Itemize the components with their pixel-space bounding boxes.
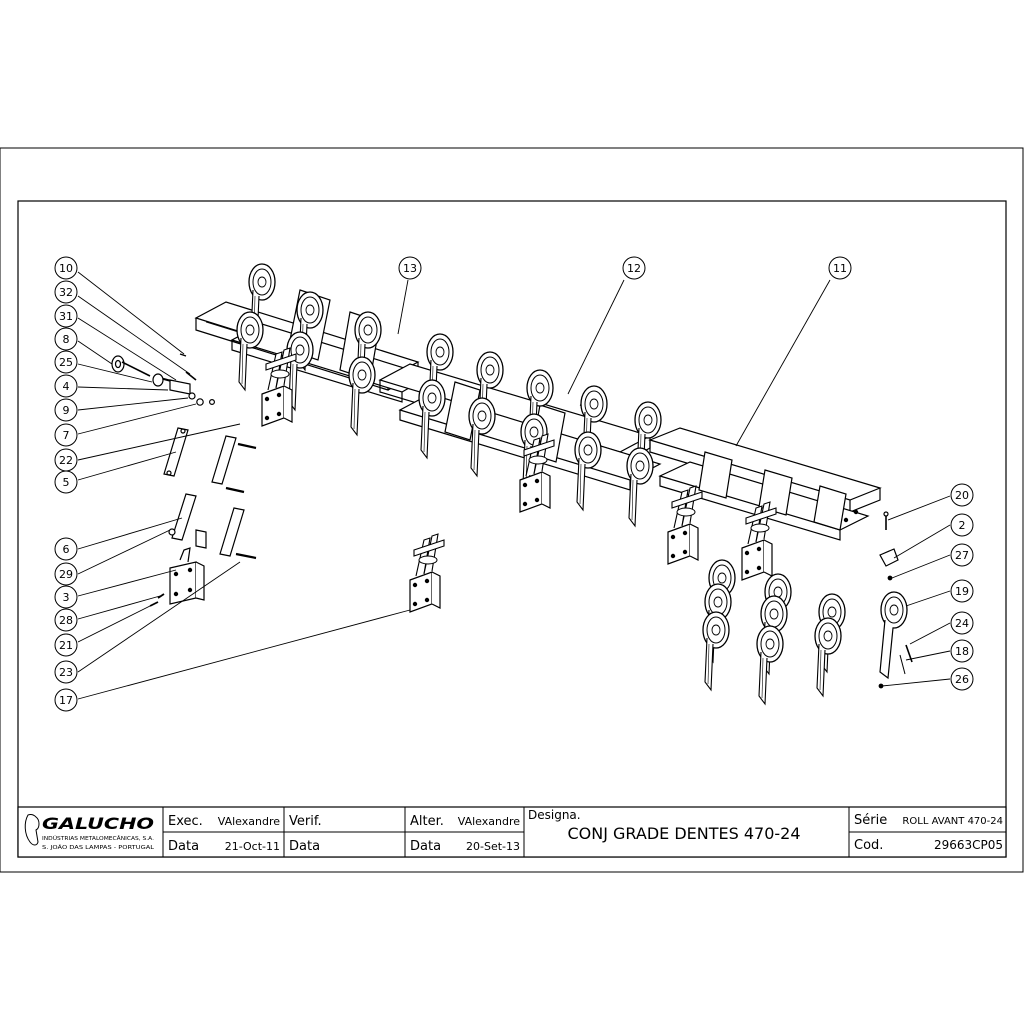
balloon: 20 (950, 483, 974, 507)
alter-date: 20-Set-13 (466, 840, 520, 853)
balloon: 28 (54, 608, 78, 632)
svg-text:21: 21 (59, 639, 73, 652)
balloon: 32 (54, 280, 78, 304)
designa-label: Designa. (528, 808, 581, 822)
balloon: 18 (950, 639, 974, 663)
balloon: 4 (54, 374, 78, 398)
company-line-1: INDÚSTRIAS METALOMECÂNICAS, S.A. (42, 835, 154, 842)
balloon: 25 (54, 350, 78, 374)
svg-text:8: 8 (63, 333, 70, 346)
svg-text:22: 22 (59, 454, 73, 467)
serie-value: ROLL AVANT 470-24 (902, 816, 1003, 827)
svg-text:4: 4 (63, 380, 70, 393)
balloon: 9 (54, 398, 78, 422)
cod-value: 29663CP05 (934, 838, 1003, 852)
verif-date-label: Data (289, 839, 320, 854)
balloon: 13 (398, 256, 422, 280)
balloon: 26 (950, 667, 974, 691)
svg-text:12: 12 (627, 262, 641, 275)
svg-text:23: 23 (59, 666, 73, 679)
frame-section-11 (648, 427, 882, 541)
alter-label: Alter. (410, 814, 444, 829)
balloon: 22 (54, 448, 78, 472)
balloon: 2 (950, 513, 974, 537)
balloon: 29 (54, 562, 78, 586)
svg-text:6: 6 (63, 543, 70, 556)
balloon: 19 (950, 579, 974, 603)
balloon: 21 (54, 633, 78, 657)
svg-text:26: 26 (955, 673, 969, 686)
balloon: 8 (54, 327, 78, 351)
balloon: 17 (54, 688, 78, 712)
svg-text:13: 13 (403, 262, 417, 275)
svg-text:32: 32 (59, 286, 73, 299)
balloon: 27 (950, 543, 974, 567)
verif-label: Verif. (289, 814, 322, 829)
svg-text:7: 7 (63, 429, 70, 442)
svg-text:25: 25 (59, 356, 73, 369)
serie-label: Série (854, 813, 887, 828)
loose-tines (702, 559, 846, 705)
balloon: 6 (54, 537, 78, 561)
balloon: 10 (54, 256, 78, 280)
alter-value: VAlexandre (458, 815, 520, 828)
svg-text:29: 29 (59, 568, 73, 581)
balloon: 11 (828, 256, 852, 280)
leader-lines (77, 271, 951, 700)
svg-text:3: 3 (63, 591, 70, 604)
svg-text:10: 10 (59, 262, 73, 275)
rooster-icon (24, 814, 40, 846)
svg-text:9: 9 (63, 404, 70, 417)
balloon: 7 (54, 423, 78, 447)
svg-text:17: 17 (59, 694, 73, 707)
alter-date-label: Data (410, 839, 441, 854)
svg-text:28: 28 (59, 614, 73, 627)
balloon: 24 (950, 611, 974, 635)
svg-text:2: 2 (959, 519, 966, 532)
designa-value: CONJ GRADE DENTES 470-24 (567, 824, 800, 843)
balloon: 23 (54, 660, 78, 684)
svg-text:31: 31 (59, 310, 73, 323)
svg-text:19: 19 (955, 585, 969, 598)
svg-text:27: 27 (955, 549, 969, 562)
spare-tine-parts (878, 511, 913, 689)
balloon: 3 (54, 585, 78, 609)
title-block: GALUCHO INDÚSTRIAS METALOMECÂNICAS, S.A.… (17, 806, 1007, 858)
outer-frame (0, 147, 1024, 873)
company-brand: GALUCHO (42, 814, 155, 833)
exec-value: VAlexandre (218, 815, 280, 828)
company-logo: GALUCHO INDÚSTRIAS METALOMECÂNICAS, S.A.… (24, 814, 155, 851)
company-line-2: S. JOÃO DAS LAMPAS - PORTUGAL (42, 844, 155, 851)
drawing-frame (17, 200, 1007, 858)
balloon: 31 (54, 304, 78, 328)
loose-small-parts (111, 353, 445, 613)
part-balloons: 10 32 31 8 25 4 9 7 22 5 6 29 3 28 21 23… (54, 256, 974, 712)
svg-text:18: 18 (955, 645, 969, 658)
svg-text:24: 24 (955, 617, 969, 630)
balloon: 5 (54, 470, 78, 494)
balloon: 12 (622, 256, 646, 280)
svg-text:11: 11 (833, 262, 847, 275)
exec-date-label: Data (168, 839, 199, 854)
cod-label: Cod. (854, 838, 883, 853)
exec-date: 21-Oct-11 (225, 840, 280, 853)
harrow-assembly-drawing (77, 263, 951, 705)
svg-text:20: 20 (955, 489, 969, 502)
exec-label: Exec. (168, 814, 203, 829)
svg-text:5: 5 (63, 476, 70, 489)
